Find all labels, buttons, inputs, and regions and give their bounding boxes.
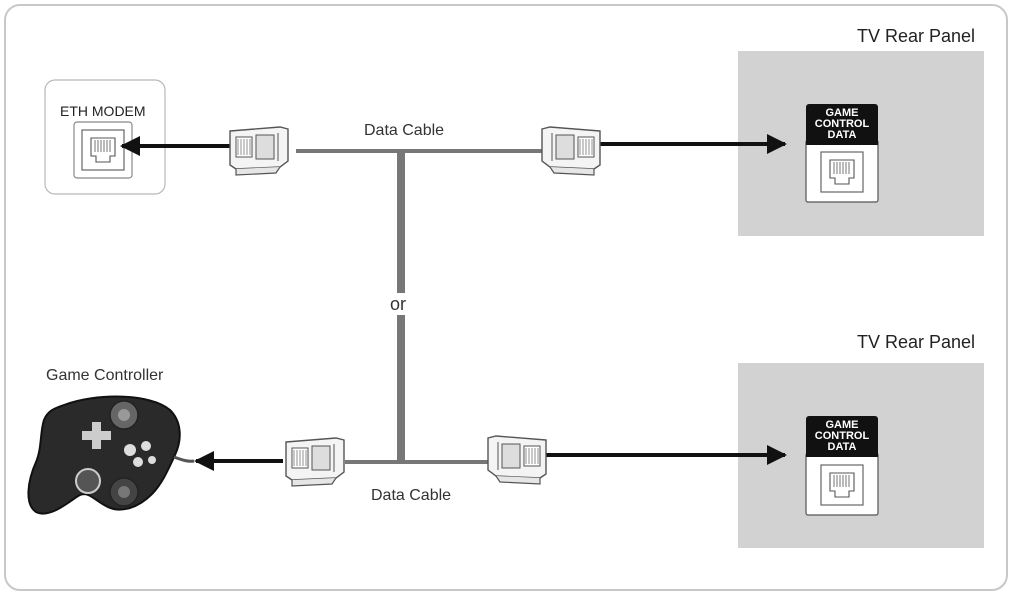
eth-modem (44, 79, 166, 195)
cable-label-bottom: Data Cable (371, 487, 452, 504)
tv-rear-panel-title-top: TV Rear Panel (857, 26, 976, 46)
plug-bottom-left (285, 437, 345, 487)
plug-top-right (541, 126, 601, 176)
port-badge-top-line-3: DATA (827, 129, 857, 141)
port-badge-top: GAME CONTROL DATA (806, 104, 878, 145)
or-label: or (387, 293, 410, 315)
port-badge-bottom-line-2: CONTROL (814, 430, 870, 442)
port-badge-top-line-1: GAME (825, 107, 859, 119)
game-controller-icon (27, 395, 195, 515)
game-control-port-bottom (805, 452, 879, 516)
plug-bottom-right (487, 435, 547, 485)
port-badge-top-line-2: CONTROL (814, 118, 870, 130)
game-controller-label: Game Controller (46, 367, 164, 384)
port-badge-bottom-line-1: GAME (825, 419, 859, 431)
game-control-port-top (805, 139, 879, 203)
cable-label-top: Data Cable (364, 122, 445, 139)
port-badge-bottom-line-3: DATA (827, 441, 857, 453)
tv-rear-panel-title-bottom: TV Rear Panel (857, 332, 976, 352)
eth-modem-label: ETH MODEM (60, 103, 146, 119)
port-badge-bottom: GAME CONTROL DATA (806, 416, 878, 457)
plug-top-left (229, 126, 289, 176)
